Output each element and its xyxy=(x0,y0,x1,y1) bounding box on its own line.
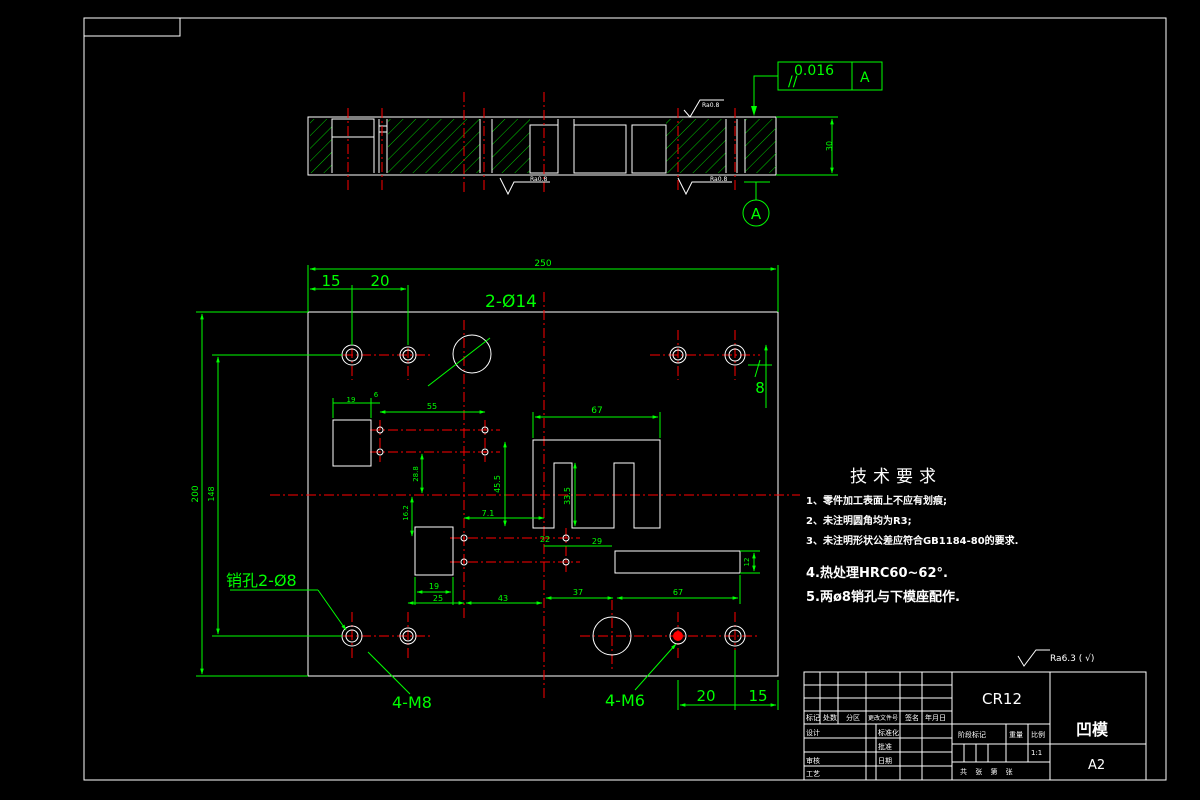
dim-45-5: 45.5 xyxy=(493,475,502,493)
dim-hole-d14: 2-Ø14 xyxy=(485,292,537,312)
section-thickness-dim: 30 xyxy=(825,141,834,151)
tech-note-5: 5.两ø8销孔与下模座配作. xyxy=(806,590,960,605)
dim-bottom-20: 20 xyxy=(696,687,715,705)
large-hole-bottom xyxy=(592,616,632,656)
sheet-corner-box xyxy=(83,17,181,37)
roughness-bottom-right: Ra0.8 xyxy=(710,176,727,183)
dim-43: 43 xyxy=(498,594,508,603)
tb-review: 审核 xyxy=(806,757,820,765)
tb-header-sign: 签名 xyxy=(905,714,919,722)
dim-left-20: 20 xyxy=(370,272,389,290)
tb-ratio-value: 1:1 xyxy=(1031,749,1043,757)
tech-note-4: 4.热处理HRC60~62°. xyxy=(806,566,948,581)
dim-right-8: 8 xyxy=(755,379,765,397)
title-block xyxy=(803,671,1147,781)
screw-hole-bottom-left xyxy=(399,627,417,645)
dim-19-bottom: 19 xyxy=(429,582,439,591)
dim-left-15: 15 xyxy=(321,272,340,290)
tb-ratio: 比例 xyxy=(1031,731,1045,739)
dim-overall-height: 200 xyxy=(191,485,201,502)
screw-hole-bottom-right xyxy=(669,627,687,645)
dim-29: 29 xyxy=(592,537,602,546)
dim-67-bottom: 67 xyxy=(673,588,683,597)
dim-55: 55 xyxy=(427,402,437,411)
large-hole-top xyxy=(452,334,492,374)
dim-37: 37 xyxy=(573,588,583,597)
label-m8: 4-M8 xyxy=(392,693,432,712)
tb-date: 日期 xyxy=(878,757,892,765)
title-material: CR12 xyxy=(982,690,1022,708)
tb-header-count: 处数 xyxy=(823,714,837,722)
general-roughness: Ra6.3 ( √) xyxy=(1050,653,1094,664)
label-pin-holes: 销孔2-Ø8 xyxy=(226,571,297,590)
title-part-name: 凹模 xyxy=(1076,720,1109,739)
tolerance-value: 0.016 xyxy=(794,63,834,79)
tech-note-2: 2、未注明圆角均为R3; xyxy=(806,516,912,527)
dim-25: 25 xyxy=(433,594,443,603)
tech-note-3: 3、未注明形状公差应符合GB1184-80的要求. xyxy=(806,536,1019,547)
tb-header-date: 年月日 xyxy=(925,714,946,722)
title-scale-code: A2 xyxy=(1088,758,1106,773)
dim-28-8: 28.8 xyxy=(412,466,420,482)
plate-outline xyxy=(307,311,779,677)
roughness-top: Ra0.8 xyxy=(702,102,719,109)
tech-note-1: 1、零件加工表面上不应有划痕; xyxy=(806,496,947,507)
tb-process: 工艺 xyxy=(806,770,820,778)
dim-67-top: 67 xyxy=(591,406,602,416)
plan-view: 250 15 20 2-Ø14 8 19 6 55 67 200 148 28.… xyxy=(191,259,800,712)
dim-bottom-15: 15 xyxy=(748,687,767,705)
sheet-border xyxy=(83,17,1167,781)
screw-hole-top-left xyxy=(399,346,417,364)
tech-requirements-title: 技术要求 xyxy=(850,467,942,487)
pin-hole-top-right xyxy=(724,344,746,366)
cavity-left-bottom xyxy=(414,526,454,576)
cavity-right xyxy=(614,550,741,574)
pin-hole-bottom-right xyxy=(724,625,746,647)
tb-stage: 阶段标记 xyxy=(958,731,986,739)
dim-overall-width: 250 xyxy=(534,259,551,269)
tolerance-symbol: // xyxy=(788,74,798,90)
tb-header-mark: 标记 xyxy=(806,714,820,722)
dim-12: 12 xyxy=(743,558,751,567)
dim-16-2: 16.2 xyxy=(402,505,410,521)
tb-weight: 重量 xyxy=(1009,731,1023,739)
tb-design: 设计 xyxy=(806,729,820,737)
screw-hole-top-right xyxy=(669,346,687,364)
tb-sheets: 共 张 第 张 xyxy=(960,768,1013,776)
dim-7-1: 7.1 xyxy=(482,509,495,518)
dim-22: 22 xyxy=(540,535,550,544)
tb-standardize: 标准化 xyxy=(878,729,899,737)
tb-approve: 批准 xyxy=(878,743,892,751)
tb-header-zone: 分区 xyxy=(846,714,860,722)
roughness-bottom-left: Ra0.8 xyxy=(530,176,547,183)
label-m6: 4-M6 xyxy=(605,691,645,710)
tolerance-datum: A xyxy=(860,70,870,86)
dim-148: 148 xyxy=(207,486,216,501)
datum-label: A xyxy=(751,205,762,223)
cavity-comb xyxy=(532,439,661,529)
dim-6: 6 xyxy=(374,391,379,399)
cavity-left-top xyxy=(332,419,372,467)
section-view: 30 // 0.016 A A Ra0.8 Ra0.8 Ra0.8 xyxy=(307,61,883,227)
dim-33-5: 33.5 xyxy=(563,487,572,505)
tb-header-change-doc: 更改文件号 xyxy=(868,715,899,722)
dim-19-top: 19 xyxy=(347,396,356,404)
